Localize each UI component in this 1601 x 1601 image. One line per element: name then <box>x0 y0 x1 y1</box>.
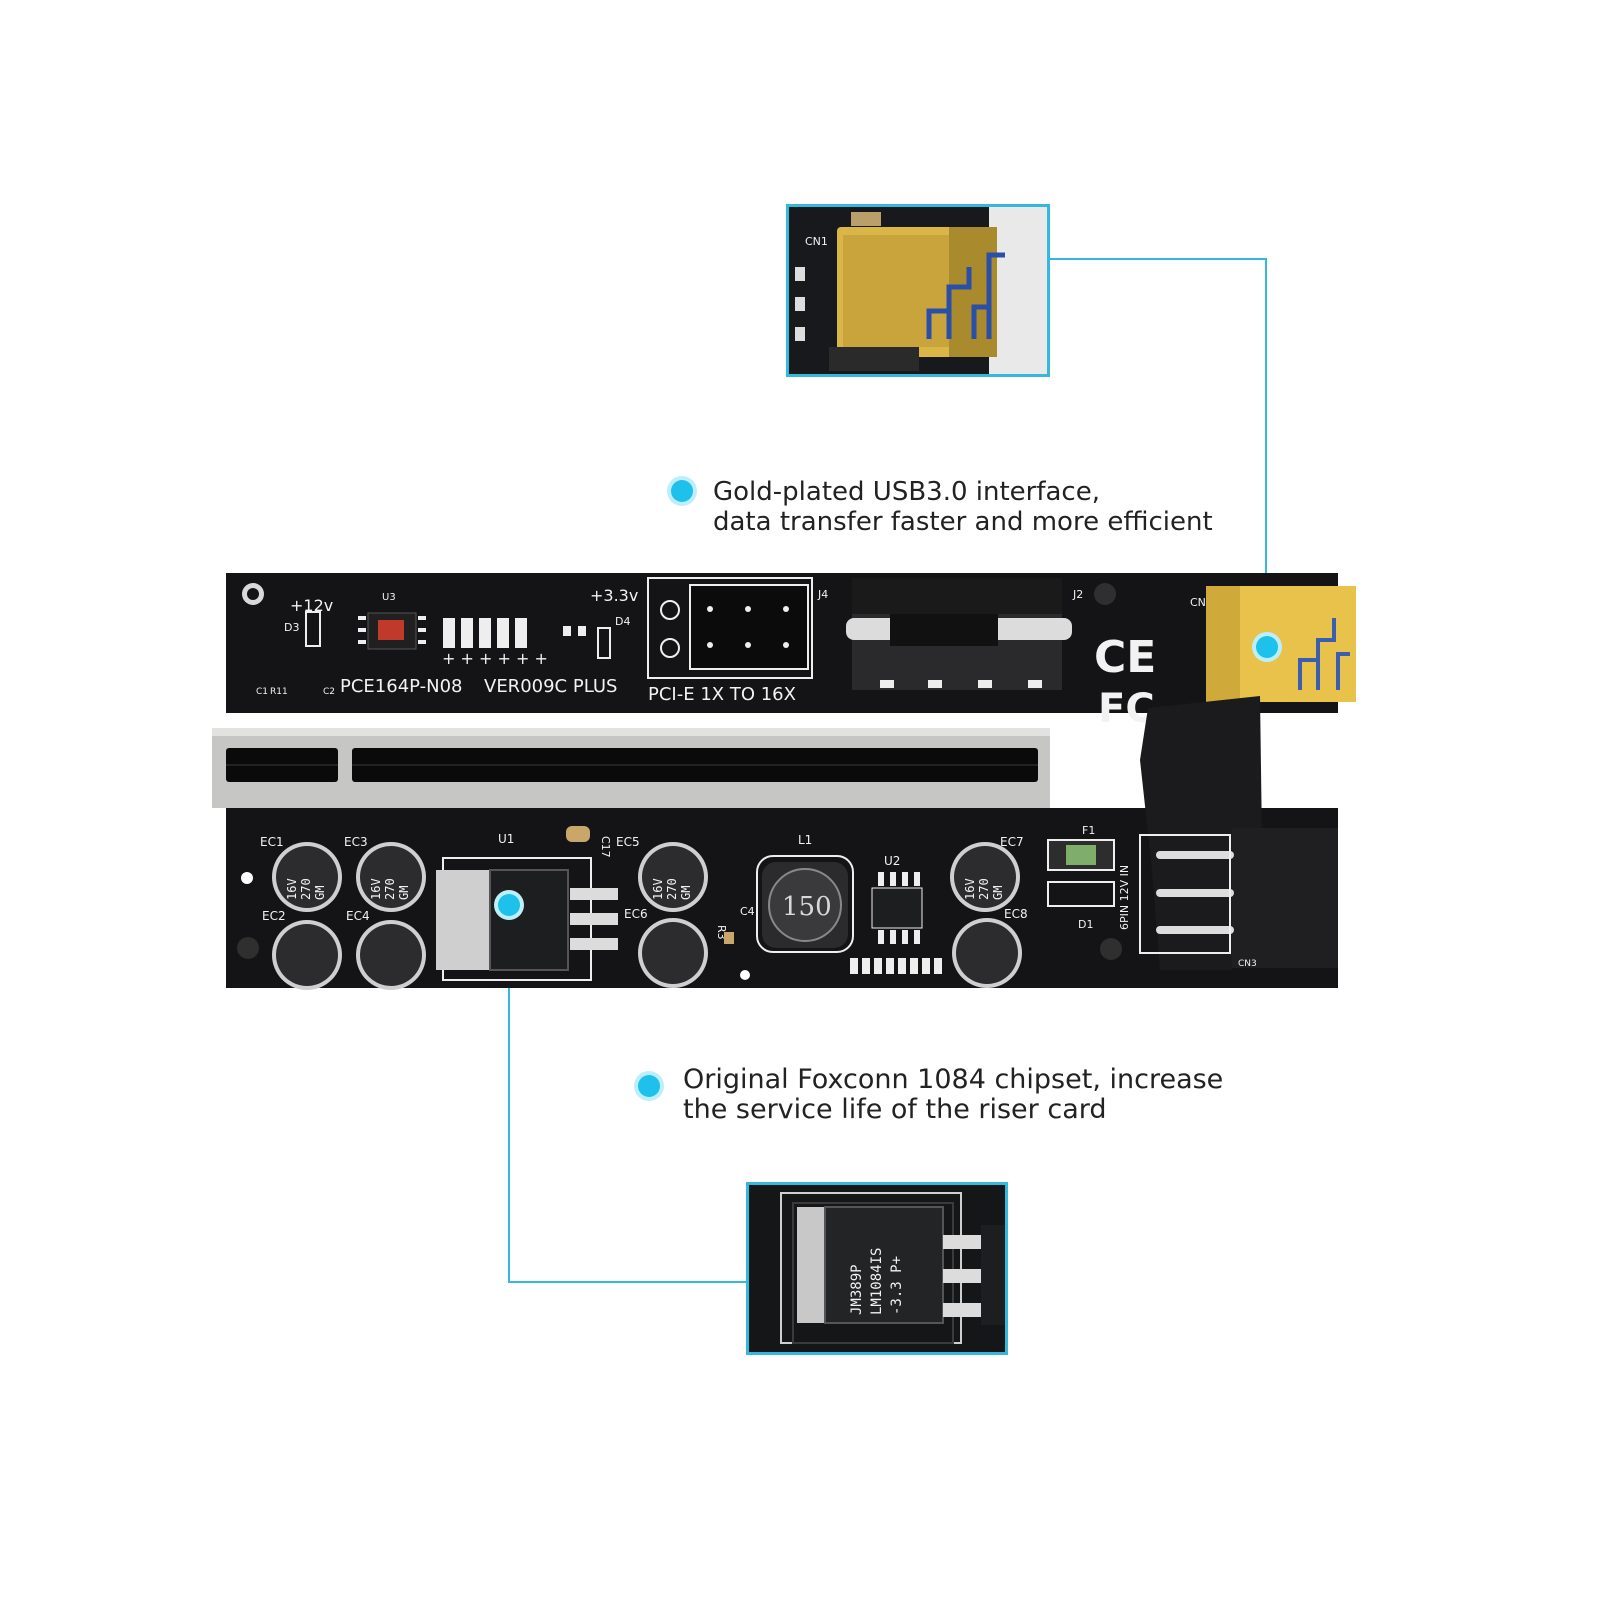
power-label: 6PIN 12V IN <box>1118 865 1131 930</box>
led-array: + + + + + + <box>442 618 548 668</box>
svg-text:16V: 16V <box>285 878 299 900</box>
usb-zoom-cn1-label: CN1 <box>805 235 828 248</box>
u3-label: U3 <box>382 592 396 603</box>
j4-label: J4 <box>817 588 828 601</box>
cn3-label: CN3 <box>1238 959 1257 969</box>
chip-callout-dot <box>638 1075 660 1097</box>
ce-mark: CE <box>1094 632 1156 683</box>
chip-marking-1: JM389P <box>849 1264 865 1315</box>
svg-text:16V: 16V <box>963 878 977 900</box>
svg-text:GM: GM <box>397 886 411 900</box>
chip-callout-line <box>508 905 752 1283</box>
ec6-label: EC6 <box>624 907 648 921</box>
fuse <box>1066 845 1096 865</box>
chip-tab <box>797 1207 825 1323</box>
d4-label: D4 <box>615 615 630 628</box>
red-chip <box>378 620 404 640</box>
c2-label: C2 <box>323 687 335 697</box>
usb-caption-line1: Gold-plated USB3.0 interface, <box>713 477 1100 507</box>
chip-marking-2: LM1084IS <box>869 1248 885 1315</box>
svg-text:16V: 16V <box>651 878 665 900</box>
u2-label: U2 <box>884 854 900 868</box>
u1-chip <box>489 869 569 971</box>
ec2-label: EC2 <box>262 909 286 923</box>
chip-zoom-image: JM389P LM1084IS -3.3 P+ <box>749 1185 1005 1352</box>
ec3-label: EC3 <box>344 835 368 849</box>
svg-text:270: 270 <box>665 878 679 900</box>
svg-text:GM: GM <box>679 886 693 900</box>
c4-label: C4 <box>740 905 755 918</box>
ec7-label: EC7 <box>1000 835 1024 849</box>
d1-label: D1 <box>1078 918 1093 931</box>
usb-callout-line <box>1048 258 1267 647</box>
d3-label: D3 <box>284 621 299 634</box>
r11-label: R11 <box>270 687 288 697</box>
u1-label: U1 <box>498 832 514 846</box>
svg-text:GM: GM <box>313 886 327 900</box>
capacitors <box>272 842 1022 990</box>
ec4-label: EC4 <box>346 909 370 923</box>
v12-label: +12v <box>290 596 333 615</box>
smd-array <box>850 958 942 974</box>
chip-body <box>824 1206 944 1324</box>
svg-text:GM: GM <box>991 886 1005 900</box>
c17-label: C17 <box>599 836 612 858</box>
c1-label: C1 <box>256 687 268 697</box>
power-pins <box>1156 851 1234 934</box>
svg-text:270: 270 <box>977 878 991 900</box>
usb-zoom-image: CN1 <box>789 207 1047 374</box>
svg-text:270: 270 <box>383 878 397 900</box>
svg-text:+ + + + + +: + + + + + + <box>442 649 548 668</box>
usb-port-marker <box>1256 636 1278 658</box>
model-label: PCE164P-N08 <box>340 676 462 697</box>
usb-zoom-box: CN1 <box>786 204 1050 377</box>
interface-label: PCI-E 1X TO 16X <box>648 684 796 705</box>
chip-marking-3: -3.3 P+ <box>889 1256 905 1315</box>
inductor-value: 150 <box>782 892 832 922</box>
sata-housing <box>1140 696 1262 970</box>
version-label: VER009C PLUS <box>484 676 617 697</box>
svg-text:270: 270 <box>299 878 313 900</box>
v33-label: +3.3v <box>590 586 638 605</box>
svg-text:16V: 16V <box>369 878 383 900</box>
chip-marker <box>498 894 520 916</box>
chip-zoom-box: JM389P LM1084IS -3.3 P+ <box>746 1182 1008 1355</box>
usb-caption: Gold-plated USB3.0 interface, data trans… <box>713 477 1213 537</box>
chip-caption: Original Foxconn 1084 chipset, increase … <box>683 1065 1223 1125</box>
ec5-label: EC5 <box>616 835 640 849</box>
f1-label: F1 <box>1082 824 1095 837</box>
chip-caption-line2: the service life of the riser card <box>683 1094 1107 1125</box>
ec1-label: EC1 <box>260 835 284 849</box>
fc-mark: FC <box>1098 686 1155 732</box>
usb-callout-dot <box>671 480 693 502</box>
usb-pins <box>926 252 1005 339</box>
pcie-6pin-outline <box>647 577 813 679</box>
j2-label: J2 <box>1072 588 1083 601</box>
chip-caption-line1: Original Foxconn 1084 chipset, increase <box>683 1064 1224 1095</box>
ec8-label: EC8 <box>1004 907 1028 921</box>
l1-label: L1 <box>798 833 812 847</box>
usb-caption-line2: data transfer faster and more efficient <box>713 507 1213 537</box>
